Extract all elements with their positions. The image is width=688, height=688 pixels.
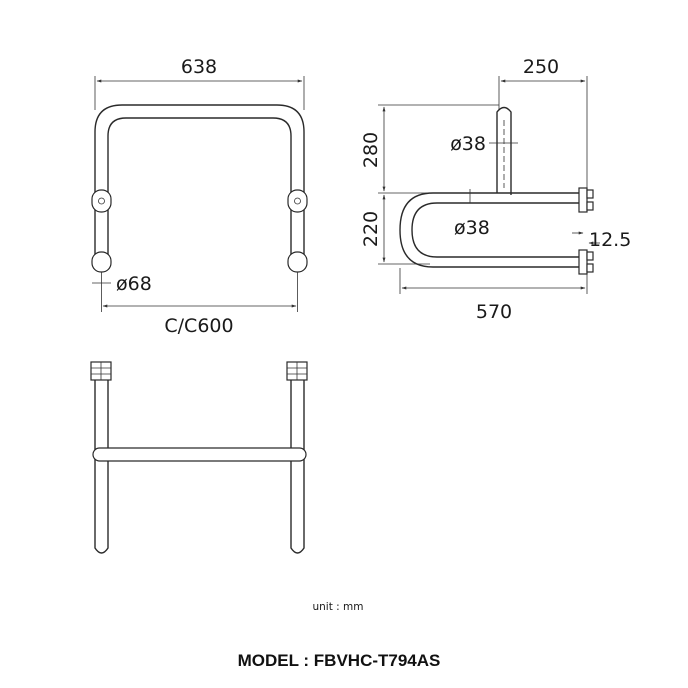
frame-inner <box>107 117 292 262</box>
screw-hole <box>98 197 105 205</box>
dim-width-top: 638 <box>181 56 217 78</box>
top-view <box>90 361 308 554</box>
dim-height-upright: 280 <box>360 132 382 168</box>
lower-rail-inner <box>411 202 580 258</box>
bracket-bolt <box>586 201 594 211</box>
dim-height-lower: 220 <box>360 211 382 247</box>
foot-right <box>287 251 308 273</box>
bracket-left <box>90 361 112 381</box>
wall-bracket-bottom <box>578 249 588 275</box>
dim-diameter-lower: ø38 <box>454 217 490 239</box>
frame-outer <box>94 104 305 262</box>
front-view: 638 ø68 C/C600 <box>91 56 308 337</box>
dim-depth-upright: 250 <box>523 56 559 78</box>
dim-diameter-base: ø68 <box>116 273 152 295</box>
dim-diameter-upright: ø38 <box>450 133 486 155</box>
bracket-right <box>286 361 308 381</box>
bracket-bolt <box>586 251 594 261</box>
foot-left <box>91 251 112 273</box>
screw-hole <box>294 197 301 205</box>
wall-bracket-top <box>578 187 588 213</box>
side-view: 250 280 220 ø38 ø38 12.5 <box>360 56 631 323</box>
unit-label: unit : mm <box>312 601 363 613</box>
dim-center-to-center: C/C600 <box>164 315 233 337</box>
leg-right <box>290 380 305 554</box>
crossbar <box>92 447 307 462</box>
bracket-bolt <box>586 189 594 199</box>
flange-left <box>91 189 112 213</box>
lower-rail-outer <box>399 192 580 268</box>
dim-offset: 12.5 <box>589 229 631 251</box>
model-label: MODEL : FBVHC-T794AS <box>238 651 441 670</box>
flange-right <box>287 189 308 213</box>
upright-post <box>496 106 512 195</box>
leg-left <box>94 380 109 554</box>
bracket-bolt <box>586 263 594 273</box>
dim-depth-total: 570 <box>476 301 512 323</box>
